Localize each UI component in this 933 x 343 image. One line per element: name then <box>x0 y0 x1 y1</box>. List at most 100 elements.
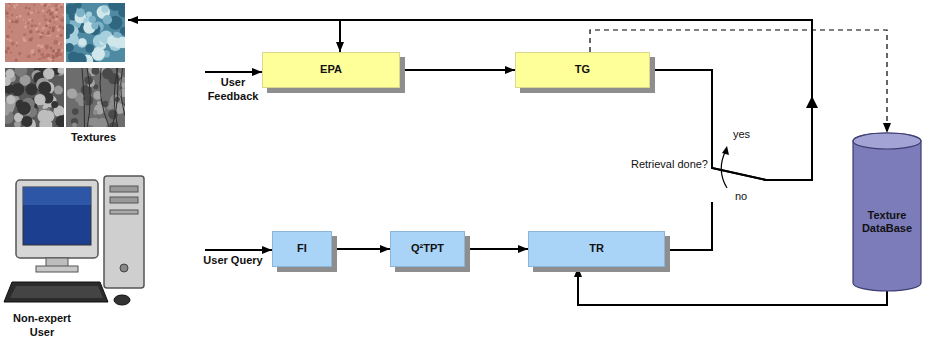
tile-grain <box>60 6 62 8</box>
tile-grain <box>45 24 48 27</box>
tile-grain <box>43 15 45 17</box>
tile-grain <box>48 9 50 11</box>
connector <box>578 267 887 305</box>
connector <box>340 20 812 180</box>
tile-grain <box>35 27 39 31</box>
tile-grain <box>42 10 45 13</box>
texture-tile <box>66 68 125 127</box>
tile-grain <box>8 3 11 5</box>
tile-grain <box>51 7 55 11</box>
tile-grain <box>9 20 12 23</box>
tile-grain <box>62 14 64 17</box>
tile-grain <box>58 42 61 45</box>
tile-grain <box>22 116 33 127</box>
tile-grain <box>48 20 51 23</box>
free-label: yes <box>733 128 763 142</box>
tile-grain <box>15 3 18 6</box>
tile-grain <box>38 49 41 52</box>
free-label: User Query <box>200 254 266 268</box>
tile-grain <box>27 13 30 16</box>
tile-crack <box>87 68 90 127</box>
tile-grain <box>67 89 77 99</box>
tile-grain <box>33 9 35 11</box>
tile-grain <box>11 14 14 17</box>
tile-grain <box>14 121 21 127</box>
tile-grain <box>34 94 45 105</box>
tile-grain <box>43 68 54 79</box>
connector <box>465 248 528 250</box>
computer-illustration <box>4 176 144 305</box>
connector <box>128 20 812 180</box>
tile-grain <box>76 8 85 17</box>
tile-grain <box>38 23 40 25</box>
tile-grain <box>5 107 10 116</box>
tile-grain <box>13 5 16 8</box>
tile-grain <box>93 110 98 115</box>
cylinder-body <box>853 133 921 291</box>
tile-grain <box>44 18 47 21</box>
tile-grain <box>51 101 58 108</box>
tile-grain <box>62 14 64 17</box>
tile-grain <box>92 68 100 75</box>
tile-grain <box>15 59 18 62</box>
tile-grain <box>16 42 18 44</box>
tile-grain <box>56 115 65 127</box>
tile-grain <box>53 22 55 24</box>
tile-grain <box>38 11 40 13</box>
tile-grain <box>59 52 63 56</box>
tile-grain <box>55 50 57 52</box>
texture-tile <box>5 68 64 127</box>
tile-grain <box>34 9 36 11</box>
tile-grain <box>54 86 63 95</box>
tile-grain <box>5 50 8 54</box>
tile-grain <box>38 58 40 60</box>
tile-grain <box>41 35 44 38</box>
tile-grain <box>18 52 22 56</box>
query-wire <box>205 249 272 251</box>
process-box: TG <box>515 52 650 88</box>
tile-grain <box>23 33 26 36</box>
tile-grain <box>25 7 27 9</box>
tile-grain <box>9 26 11 28</box>
tile-grain <box>66 24 74 35</box>
tile-grain <box>7 5 9 7</box>
tile-grain <box>58 68 64 74</box>
tile-grain <box>53 68 64 76</box>
tile-grain <box>29 30 33 34</box>
tile-grain <box>52 49 55 52</box>
tile-grain <box>66 33 70 39</box>
tile-grain <box>28 19 30 21</box>
tile-grain <box>7 38 9 40</box>
tile-grain <box>28 7 30 9</box>
process-box: Q²TPT <box>390 231 465 267</box>
tile-grain <box>42 27 45 30</box>
tile-grain <box>37 44 40 47</box>
tile-grain <box>18 15 21 18</box>
tile-base <box>66 3 125 62</box>
process-box: TR <box>528 231 665 267</box>
tile-grain <box>74 3 81 8</box>
tile-grain <box>11 83 24 96</box>
tile-crack <box>82 68 85 127</box>
tile-grain <box>15 68 28 77</box>
tile-grain <box>40 53 44 57</box>
tile-grain <box>55 17 58 20</box>
tile-grain <box>11 31 13 33</box>
texture-group: Textures <box>5 3 128 148</box>
free-label: no <box>735 190 765 204</box>
tile-grain <box>10 52 12 54</box>
tile-grain <box>5 12 8 15</box>
tile-crack <box>100 68 109 127</box>
tile-grain <box>5 56 6 58</box>
node-text: TR <box>589 242 604 255</box>
tile-grain <box>24 26 27 29</box>
tile-grain <box>7 16 9 18</box>
tile-grain <box>55 4 58 7</box>
tile-grain <box>47 57 50 60</box>
tile-grain <box>77 38 87 48</box>
tile-grain <box>34 4 36 6</box>
tile-grain <box>25 22 27 24</box>
tile-grain <box>103 15 112 24</box>
tile-grain <box>48 3 50 5</box>
